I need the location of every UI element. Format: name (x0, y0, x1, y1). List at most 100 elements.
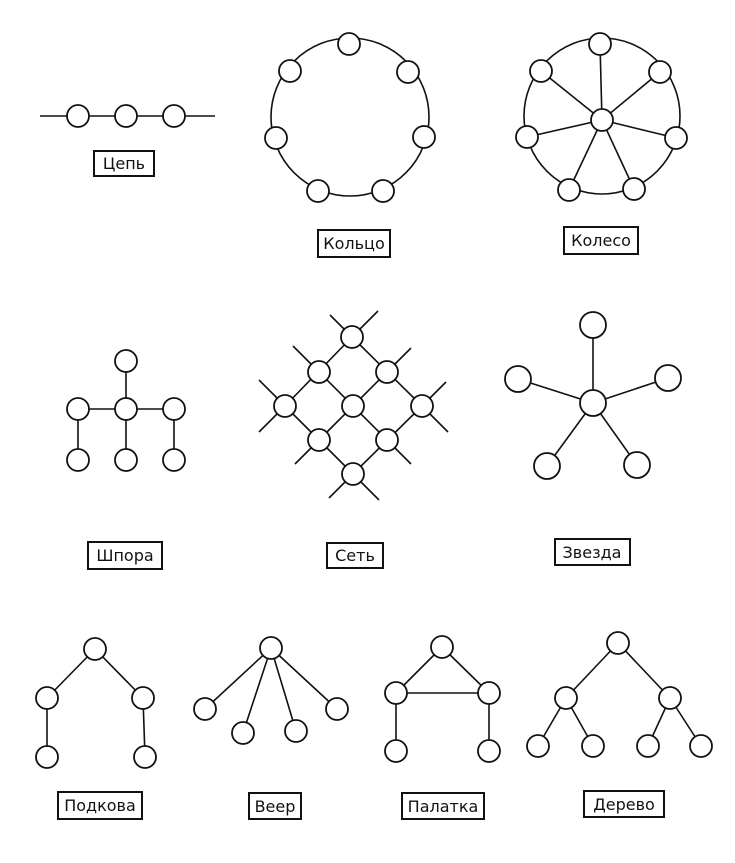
network-node (504, 365, 532, 393)
network-node (66, 104, 90, 128)
tent-label-text: Палатка (408, 797, 479, 816)
network-node (340, 325, 364, 349)
spur-network (66, 349, 186, 472)
network-node (515, 125, 539, 149)
network-node (648, 60, 672, 84)
network-node (259, 636, 283, 660)
network-node (162, 104, 186, 128)
network-node (654, 364, 682, 392)
tree-network (526, 631, 713, 758)
ring-network (264, 32, 436, 203)
label-frame (583, 790, 665, 818)
fan-network (193, 636, 349, 745)
network-node (375, 360, 399, 384)
network-node (133, 745, 157, 769)
network-link (270, 647, 297, 732)
network-node (526, 734, 550, 758)
label-frame (317, 229, 391, 258)
label-frame (248, 792, 302, 820)
grid-label: Сеть (326, 542, 384, 569)
tent-network (384, 635, 501, 763)
fan-label: Веер (248, 792, 302, 820)
network-node (66, 397, 90, 421)
tent-label: Палатка (401, 792, 485, 820)
network-link (599, 43, 603, 121)
network-node (83, 637, 107, 661)
network-node (384, 739, 408, 763)
network-node (306, 179, 330, 203)
tree-label-text: Дерево (593, 795, 655, 814)
network-node (664, 126, 688, 150)
network-node (231, 721, 255, 745)
horseshoe-label-text: Подкова (64, 796, 136, 815)
network-node (622, 177, 646, 201)
network-link (601, 71, 661, 121)
label-frame (93, 150, 155, 177)
network-node (264, 126, 288, 150)
network-node (284, 719, 308, 743)
network-node (606, 631, 630, 655)
chain-network (40, 104, 215, 128)
network-node (477, 681, 501, 705)
network-node (477, 739, 501, 763)
chain-label-text: Цепь (103, 154, 145, 173)
network-node (307, 360, 331, 384)
network-node (131, 686, 155, 710)
label-frame (554, 538, 631, 566)
label-frame (563, 226, 639, 255)
network-node (590, 108, 614, 132)
network-node (636, 734, 660, 758)
network-node (35, 686, 59, 710)
network-link (617, 642, 671, 699)
tree-label: Дерево (583, 790, 665, 818)
network-link (526, 119, 603, 138)
network-node (579, 389, 607, 417)
chain-label: Цепь (93, 150, 155, 177)
network-node (412, 125, 436, 149)
network-node (658, 686, 682, 710)
horseshoe-label: Подкова (57, 791, 143, 820)
spur-label-text: Шпора (96, 546, 153, 565)
network-link (565, 642, 619, 699)
network-node (193, 697, 217, 721)
network-node (588, 32, 612, 56)
label-frame (57, 791, 143, 820)
network-node (341, 462, 365, 486)
network-link (568, 119, 603, 191)
wheel-label: Колесо (563, 226, 639, 255)
network-node (554, 686, 578, 710)
grid-label-text: Сеть (335, 546, 375, 565)
network-node (529, 59, 553, 83)
label-frame (401, 792, 485, 820)
network-node (375, 428, 399, 452)
star-network (504, 311, 682, 480)
network-node (337, 32, 361, 56)
network-node (114, 397, 138, 421)
grid-network (258, 310, 449, 501)
network-link (270, 647, 338, 710)
label-frame (326, 542, 384, 569)
network-link (540, 70, 603, 121)
wheel-network (515, 32, 688, 202)
network-node (114, 349, 138, 373)
network-node (162, 397, 186, 421)
network-link (204, 647, 272, 710)
network-node (430, 635, 454, 659)
network-node (396, 60, 420, 84)
star-label-text: Звезда (563, 543, 622, 562)
network-node (162, 448, 186, 472)
wheel-label-text: Колесо (571, 231, 631, 250)
network-node (689, 734, 713, 758)
label-frame (87, 541, 163, 570)
network-node (307, 428, 331, 452)
network-node (623, 451, 651, 479)
network-node (557, 178, 581, 202)
network-node (581, 734, 605, 758)
network-node (579, 311, 607, 339)
network-link (601, 119, 635, 190)
network-node (273, 394, 297, 418)
horseshoe-network (35, 637, 157, 769)
network-node (35, 745, 59, 769)
network-node (410, 394, 434, 418)
